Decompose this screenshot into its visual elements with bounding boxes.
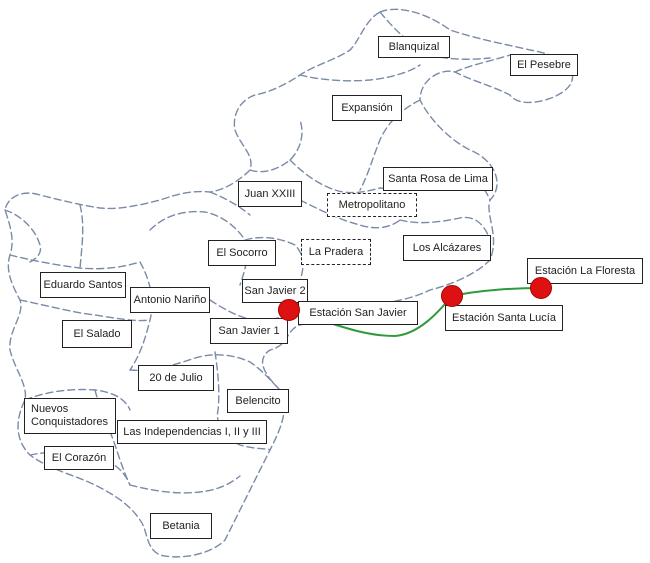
- boundary-betania: [129, 475, 241, 494]
- label-san-javier-2: San Javier 2: [242, 279, 308, 303]
- boundary-socorro-east: [244, 236, 304, 286]
- label-estacion-santa-lucia: Estación Santa Lucía: [445, 305, 563, 331]
- boundary-alcazares: [399, 216, 491, 241]
- boundary-20-de-julio: [129, 354, 281, 391]
- label-el-salado: El Salado: [62, 320, 132, 348]
- boundary-pradera: [299, 199, 401, 229]
- boundary-metropolitano: [289, 159, 381, 194]
- boundary-el-salado: [19, 299, 151, 322]
- boundary-west-lobe: [4, 209, 42, 263]
- label-el-pesebre: El Pesebre: [510, 54, 578, 76]
- label-eduardo-santos: Eduardo Santos: [40, 272, 126, 298]
- label-estacion-san-javier: Estación San Javier: [298, 301, 418, 325]
- label-juan-xxiii: Juan XXIII: [238, 181, 302, 207]
- station-san-javier-marker: [278, 299, 300, 321]
- label-metropolitano: Metropolitano: [327, 193, 417, 217]
- label-expansion: Expansión: [332, 95, 402, 121]
- boundary-inner-west: [79, 204, 84, 269]
- label-belencito: Belencito: [227, 389, 289, 413]
- boundary-socorro-north: [209, 191, 251, 216]
- boundary-juan-xxiii: [249, 119, 303, 173]
- label-la-pradera: La Pradera: [301, 239, 371, 265]
- label-los-alcazares: Los Alcázares: [403, 235, 491, 261]
- label-santa-rosa-de-lima: Santa Rosa de Lima: [383, 167, 493, 191]
- label-el-socorro: El Socorro: [208, 240, 276, 266]
- boundary-expansion-east: [359, 99, 421, 191]
- label-betania: Betania: [150, 513, 212, 539]
- metro-cable-line: [288, 287, 542, 338]
- label-antonio-narino: Antonio Nariño: [130, 287, 210, 313]
- label-las-independencias: Las Independencias I, II y III: [117, 420, 267, 444]
- label-san-javier-1: San Javier 1: [210, 318, 288, 344]
- label-blanquizal: Blanquizal: [378, 36, 450, 58]
- station-santa-lucia-marker: [441, 285, 463, 307]
- boundary-antonio-narino: [129, 261, 153, 371]
- station-la-floresta-marker: [530, 277, 552, 299]
- label-el-corazon: El Corazón: [44, 446, 114, 470]
- boundary-eduardo-santos: [9, 254, 141, 270]
- label-nuevos-conquistadores: Nuevos Conquistadores: [24, 398, 116, 434]
- boundary-pesebre: [454, 54, 511, 73]
- boundary-expansion-north: [299, 64, 421, 82]
- label-20-de-julio: 20 de Julio: [138, 365, 214, 391]
